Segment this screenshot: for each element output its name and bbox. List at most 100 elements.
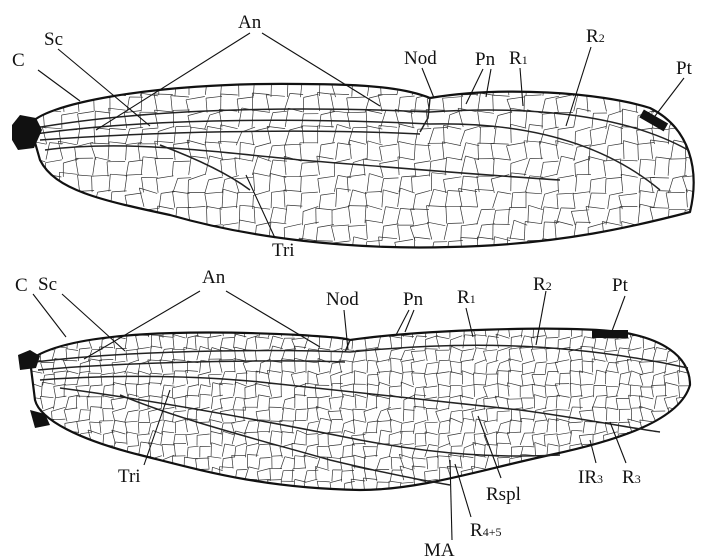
cell-vein [270,207,274,224]
cell-vein [496,210,511,211]
cell-vein [397,77,401,95]
cell-vein [332,470,333,481]
cell-vein [342,494,345,505]
cell-vein [557,240,574,241]
cell-vein [579,371,580,385]
cell-vein [27,493,30,505]
cell-vein [309,349,319,350]
cell-vein [200,394,211,395]
cell-vein [588,80,606,82]
cell-vein [189,77,206,80]
cell-vein [30,223,31,240]
forewing-label-r1: R1 [509,48,528,69]
cell-vein [67,336,78,338]
cell-vein [476,419,487,421]
cell-vein [330,323,333,336]
cell-vein [524,159,530,176]
cell-vein [328,411,341,412]
cell-vein [355,395,366,398]
cell-vein [224,493,235,494]
cell-vein [579,434,593,436]
cell-vein [139,408,150,411]
cell-vein [78,191,79,207]
cell-vein [291,374,294,385]
cell-vein [447,466,461,467]
cell-vein [29,238,46,239]
cell-vein [343,395,354,397]
cell-vein [466,143,479,146]
cell-vein [656,157,671,159]
cell-vein [161,495,164,506]
cell-vein [144,210,145,225]
cell-vein [64,384,77,385]
cell-vein [493,95,510,96]
cell-vein [627,359,641,361]
cell-vein [500,324,511,325]
cell-vein [535,420,546,421]
cell-vein [460,456,462,469]
cell-vein [137,349,138,361]
cell-vein [555,221,556,239]
cell-vein [651,385,665,386]
cell-vein [158,126,174,131]
cell-vein [303,212,304,226]
cell-vein [427,457,439,458]
cell-vein [533,481,536,493]
cell-vein [154,94,173,95]
cell-vein [332,206,349,210]
cell-vein [268,327,272,338]
cell-vein [149,494,162,496]
cell-vein [690,467,692,481]
cell-vein [124,491,126,504]
cell-vein [428,222,432,239]
cell-vein [184,472,186,482]
cell-vein [209,491,210,505]
cell-vein [687,418,701,422]
cell-vein [449,479,450,492]
cell-vein [579,371,593,375]
cell-vein [295,410,296,422]
cell-vein [667,445,678,446]
cell-vein [337,188,351,190]
cell-vein [487,409,488,421]
cell-vein [607,77,622,80]
cell-vein [363,447,366,458]
cell-vein [544,207,559,209]
cell-vein [235,347,247,350]
cell-vein [237,99,239,113]
cell-vein [643,469,655,470]
cell-vein [666,352,668,362]
cell-vein [558,349,560,361]
cell-vein [608,491,619,492]
cell-vein [354,237,367,240]
cell-vein [211,467,212,480]
cell-vein [436,398,438,410]
cell-vein [479,80,494,81]
cell-vein [440,420,451,422]
cell-vein [282,491,294,494]
cell-vein [402,421,414,423]
cell-vein [460,456,473,458]
cell-vein [366,491,367,505]
cell-vein [573,192,590,194]
cell-vein [628,371,631,385]
cell-vein [363,159,365,176]
cell-vein [511,446,522,447]
cell-vein [627,491,641,493]
cell-vein [664,483,668,493]
cell-vein [498,192,511,194]
cell-vein [353,409,366,410]
cell-vein [474,385,475,397]
cell-vein [222,444,225,457]
cell-vein [54,432,56,445]
cell-vein [415,98,417,113]
cell-vein [511,159,526,164]
cell-vein [665,458,677,460]
cell-vein [194,238,208,241]
cell-vein [211,443,222,446]
cell-vein [28,424,29,434]
cell-vein [523,492,534,495]
cell-vein [451,385,463,386]
cell-vein [186,435,188,446]
cell-vein [236,132,242,145]
